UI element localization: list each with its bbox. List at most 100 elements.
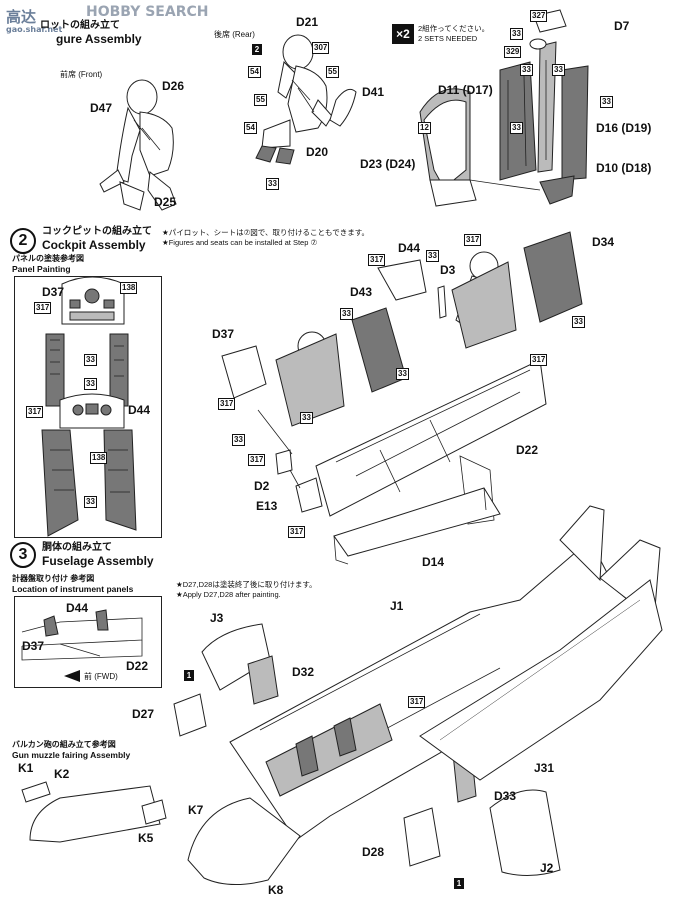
part-d44: D44 bbox=[128, 403, 151, 417]
rear-label: 後席 (Rear) bbox=[214, 30, 255, 39]
nose-j3 bbox=[201, 623, 271, 691]
color-code: 317 bbox=[288, 526, 306, 538]
floor-d14 bbox=[333, 487, 501, 557]
color-code: 12 bbox=[418, 122, 431, 134]
part-k2: K2 bbox=[54, 767, 70, 781]
part-d3: D3 bbox=[440, 263, 456, 277]
part-j2: J2 bbox=[540, 861, 554, 875]
front-pilot-figure bbox=[99, 79, 177, 211]
color-code: 307 bbox=[312, 42, 330, 54]
color-code: 55 bbox=[326, 66, 339, 78]
seat-panel-d11 bbox=[499, 61, 537, 181]
color-code: 33 bbox=[84, 378, 97, 390]
x2-note-ja: 2組作ってください。 bbox=[418, 24, 490, 33]
color-code: 2 bbox=[252, 44, 262, 55]
part-d7: D7 bbox=[614, 19, 630, 33]
part-d43: D43 bbox=[350, 285, 373, 299]
watermark-brand: HOBBY SEARCH bbox=[86, 4, 209, 20]
step1-title-ja: ロットの組み立て bbox=[40, 20, 120, 31]
part-d25: D25 bbox=[154, 195, 177, 209]
color-code: 33 bbox=[552, 64, 565, 76]
part-d37: D37 bbox=[212, 327, 235, 341]
rear-pilot-figure bbox=[255, 34, 333, 165]
part-d27: D27 bbox=[132, 707, 155, 721]
color-code: 1 bbox=[184, 670, 194, 681]
color-code: 138 bbox=[90, 452, 108, 464]
color-code: 33 bbox=[232, 434, 245, 446]
coaming-d37 bbox=[221, 345, 267, 399]
color-code: 317 bbox=[248, 454, 266, 466]
fwd-label: 前 (FWD) bbox=[84, 672, 118, 681]
part-d28: D28 bbox=[362, 845, 385, 859]
color-code: 33 bbox=[266, 178, 279, 190]
part-d44: D44 bbox=[66, 601, 89, 615]
part-j3: J3 bbox=[210, 611, 224, 625]
seat-panel-d16 bbox=[561, 65, 589, 181]
part-d21: D21 bbox=[296, 15, 319, 29]
step3-note2: ★Apply D27,D28 after painting. bbox=[176, 590, 281, 599]
color-code: 33 bbox=[396, 368, 409, 380]
watermark-cn: 高达 bbox=[6, 8, 37, 26]
color-code: 55 bbox=[254, 94, 267, 106]
part-d44: D44 bbox=[398, 241, 421, 255]
color-code: 317 bbox=[26, 406, 44, 418]
seat-rail bbox=[537, 41, 557, 173]
step3-number: 3 bbox=[10, 542, 36, 568]
color-code: 33 bbox=[84, 354, 97, 366]
part-d23: D23 (D24) bbox=[360, 157, 416, 171]
x2-badge: ×2 bbox=[392, 24, 414, 44]
step3-note1: ★D27,D28は塗装終了後に取り付けます。 bbox=[176, 580, 317, 589]
part-d37: D37 bbox=[22, 639, 45, 653]
part-k1: K1 bbox=[18, 761, 34, 775]
part-d10: D10 (D18) bbox=[596, 161, 652, 175]
part-k8: K8 bbox=[268, 883, 284, 897]
step2-title-en: Cockpit Assembly bbox=[42, 238, 146, 252]
color-code: 317 bbox=[530, 354, 548, 366]
part-d37: D37 bbox=[42, 285, 65, 299]
part-d33: D33 bbox=[494, 789, 517, 803]
ejection-seat bbox=[419, 88, 477, 207]
color-code: 33 bbox=[426, 250, 439, 262]
step1-title-en: gure Assembly bbox=[56, 32, 142, 46]
color-code: 317 bbox=[218, 398, 236, 410]
part-k7: K7 bbox=[188, 803, 204, 817]
color-code: 317 bbox=[368, 254, 386, 266]
color-code: 33 bbox=[600, 96, 613, 108]
color-code: 317 bbox=[34, 302, 52, 314]
front-label: 前席 (Front) bbox=[60, 70, 103, 79]
part-d2: D2 bbox=[254, 479, 270, 493]
part-d16: D16 (D19) bbox=[596, 121, 652, 135]
part-d47: D47 bbox=[90, 101, 113, 115]
part-d14: D14 bbox=[422, 555, 445, 569]
intake-j2 bbox=[489, 789, 561, 876]
instrument-location-ja: 計器盤取り付け 参考図 bbox=[12, 574, 95, 583]
part-d11: D11 (D17) bbox=[438, 83, 493, 97]
panel-painting-card bbox=[41, 276, 137, 537]
step2-note-ja: ★パイロット、シートは⑦図で、取り付けることもできます。 bbox=[162, 228, 369, 237]
part-d41: D41 bbox=[362, 85, 385, 99]
color-code: 33 bbox=[520, 64, 533, 76]
color-code: 33 bbox=[510, 122, 523, 134]
part-k5: K5 bbox=[138, 831, 154, 845]
instrument-location-diagram bbox=[21, 609, 143, 661]
panel-painting-ja: パネルの塗装参考図 bbox=[12, 254, 84, 263]
part-d22: D22 bbox=[126, 659, 149, 673]
nose-k7-k8 bbox=[187, 797, 301, 886]
step2-note-en: ★Figures and seats can be installed at S… bbox=[162, 238, 318, 247]
color-code: 138 bbox=[120, 282, 138, 294]
panel-painting-en: Panel Painting bbox=[12, 264, 71, 274]
watermark-site: gao.shar.net bbox=[6, 25, 63, 34]
part-d34: D34 bbox=[592, 235, 615, 249]
color-code: 54 bbox=[244, 122, 257, 134]
part-j1: J1 bbox=[390, 599, 404, 613]
panel-painting-frame bbox=[14, 276, 162, 538]
step3-title-en: Fuselage Assembly bbox=[42, 554, 154, 568]
gun-muzzle-en: Gun muzzle fairing Assembly bbox=[12, 750, 131, 760]
color-code: 33 bbox=[572, 316, 585, 328]
part-d41-arm bbox=[329, 88, 357, 127]
color-code: 54 bbox=[248, 66, 261, 78]
color-code: 33 bbox=[300, 412, 313, 424]
step2-title-ja: コックピットの組み立て bbox=[42, 226, 152, 237]
